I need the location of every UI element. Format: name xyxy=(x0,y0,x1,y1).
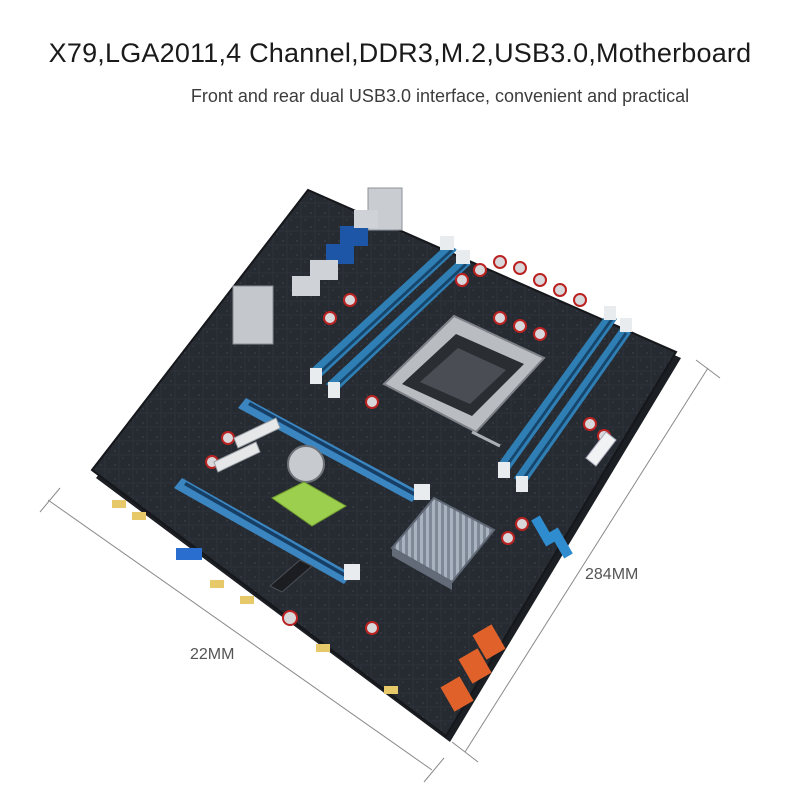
dimm-slots-right xyxy=(498,306,632,492)
page-subtitle: Front and rear dual USB3.0 interface, co… xyxy=(190,86,690,106)
front-headers xyxy=(112,500,398,694)
page-title: X79,LGA2011,4 Channel,DDR3,M.2,USB3.0,Mo… xyxy=(48,38,752,68)
pcie-x1-slots xyxy=(213,417,281,473)
rear-io-ports xyxy=(232,187,403,345)
cmos-battery xyxy=(287,445,325,483)
chipset-heatsink xyxy=(390,496,496,590)
sata-ports xyxy=(440,515,573,712)
width-dimension-label: 22MM xyxy=(190,646,235,663)
pcie-slot-top xyxy=(238,398,430,502)
dimm-slots-left xyxy=(310,236,471,398)
pcb-board xyxy=(90,188,681,742)
width-dimension-line xyxy=(39,487,445,783)
power-connector xyxy=(585,431,617,467)
height-dimension-line xyxy=(451,359,721,763)
chipset-pad xyxy=(271,481,347,527)
height-dimension-label: 284MM xyxy=(585,566,639,583)
cpu-socket xyxy=(382,314,546,448)
m2-slot xyxy=(269,559,313,593)
pcie-slot-bottom xyxy=(174,478,360,584)
